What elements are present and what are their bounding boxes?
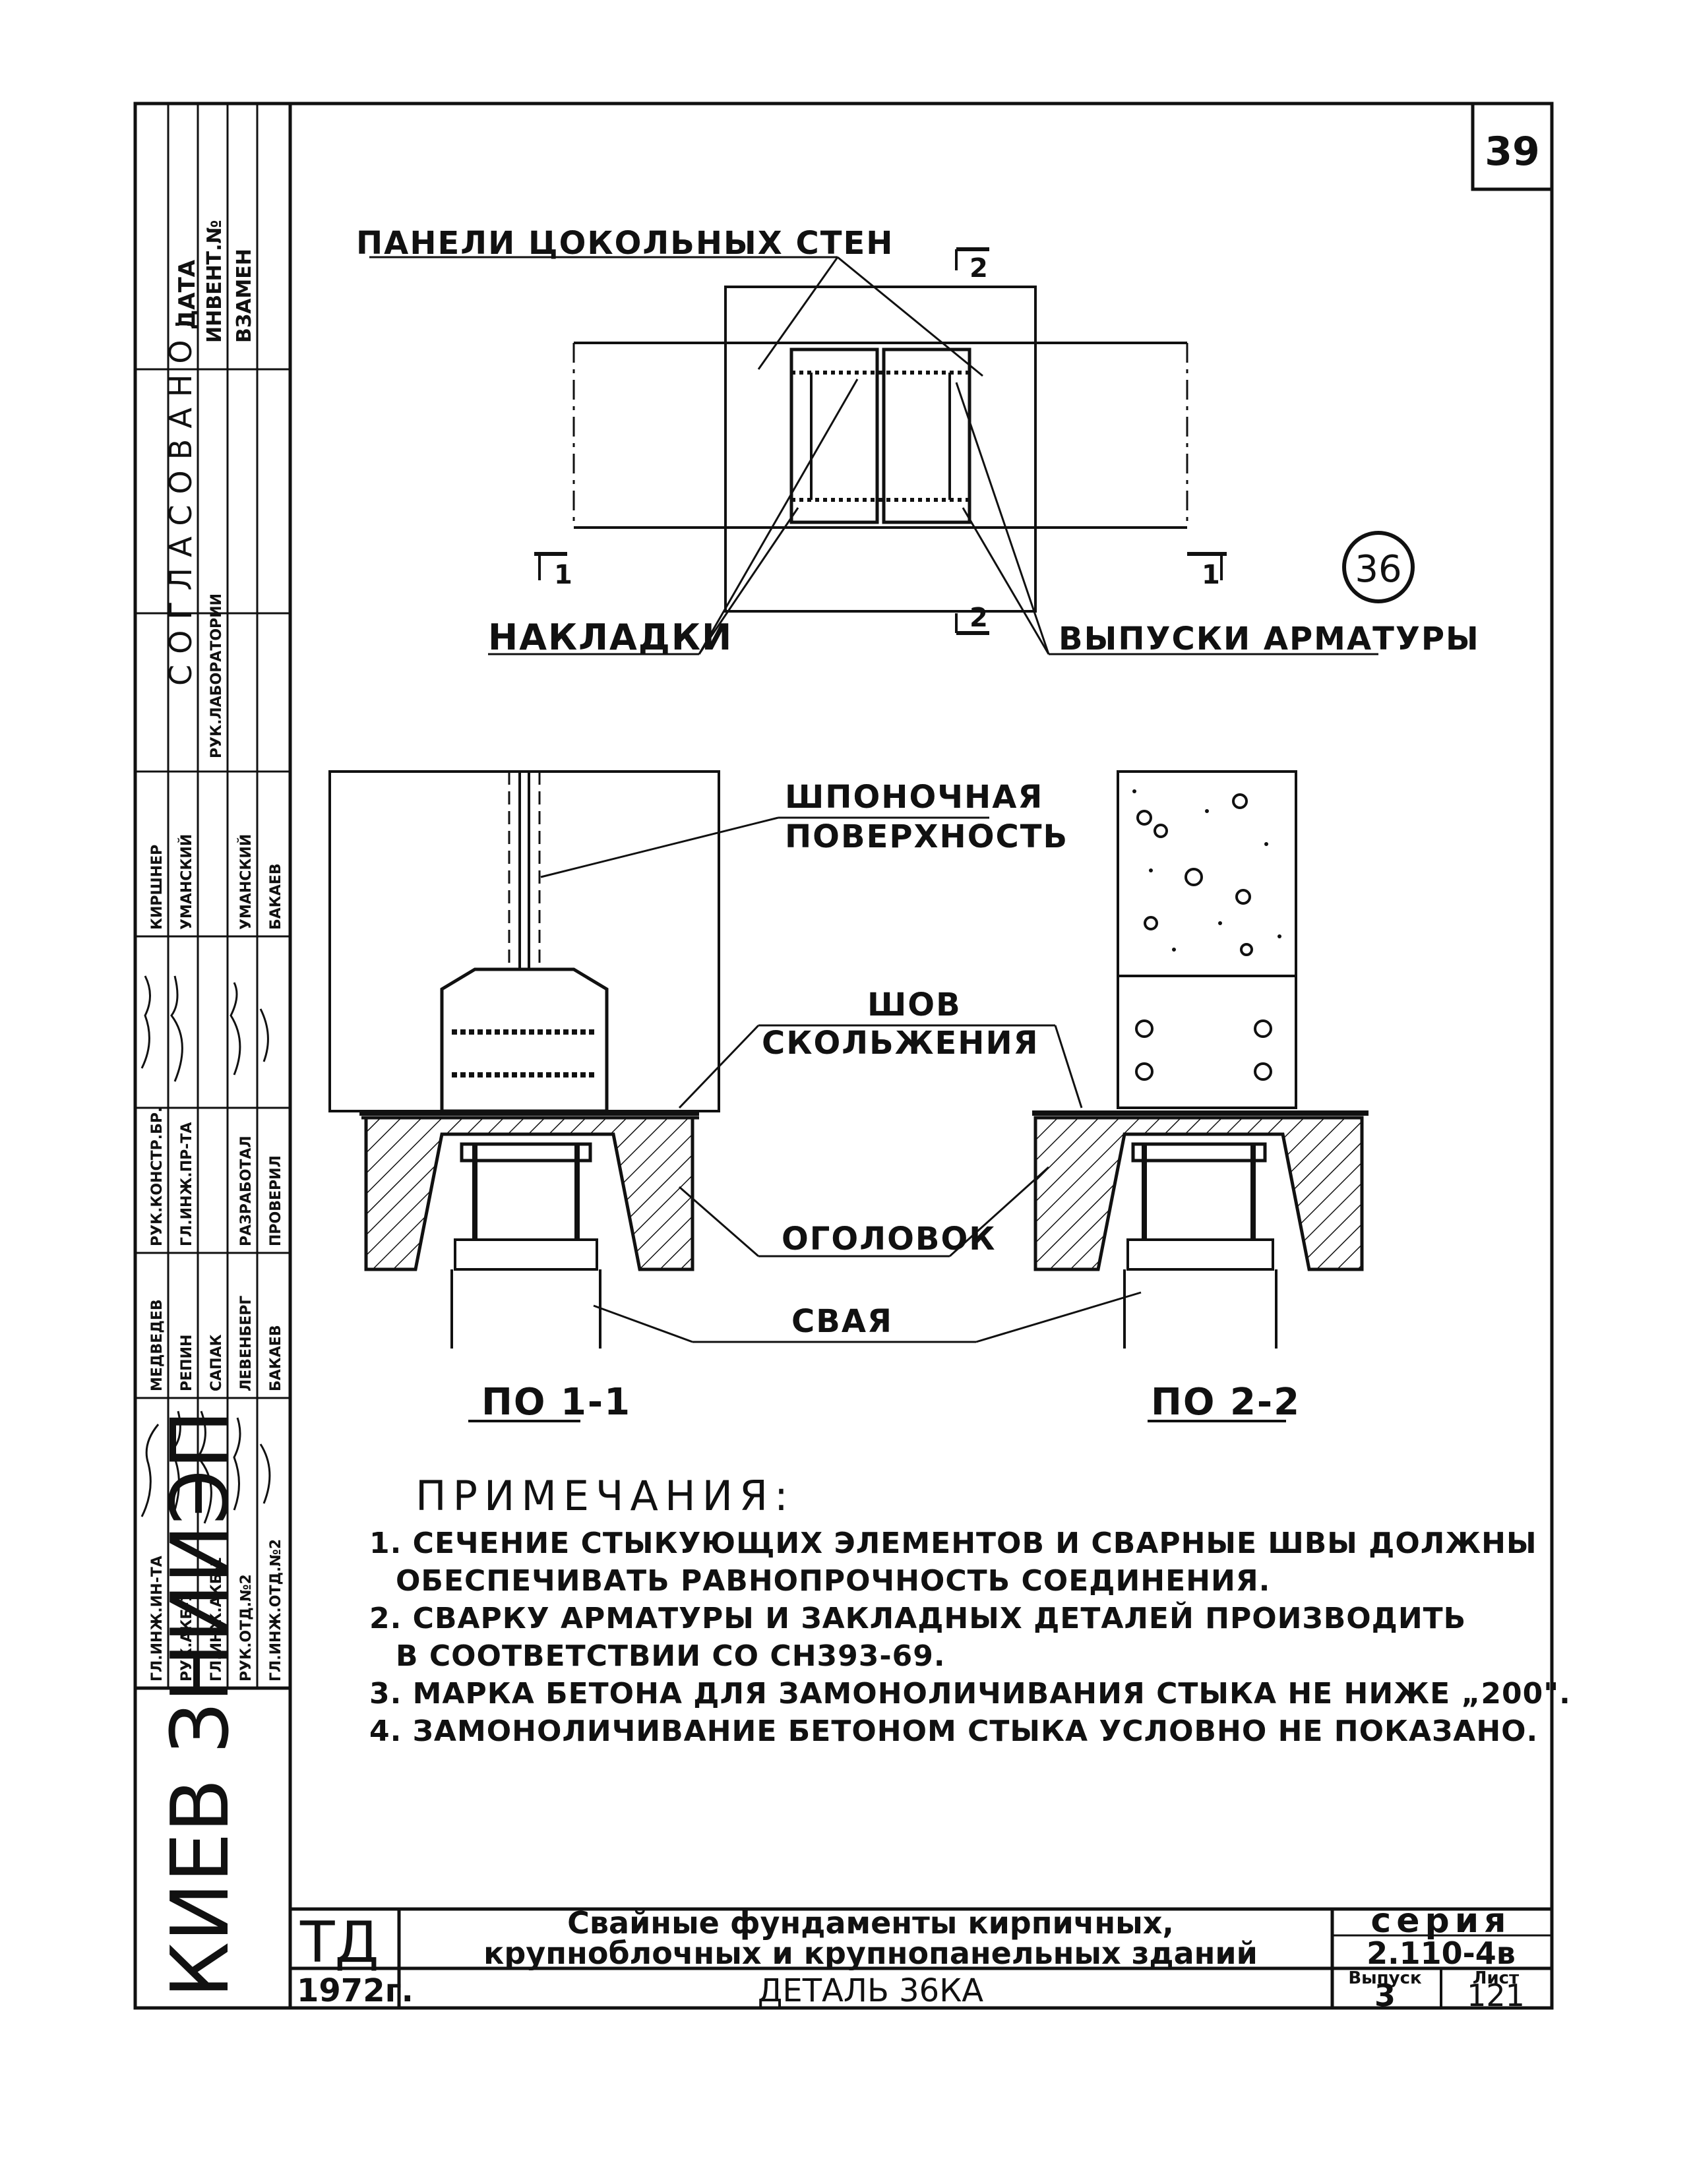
side-name2: УМАНСКИЙ	[178, 834, 195, 930]
note-line: 3. МАРКА БЕТОНА ДЛЯ ЗАМОНОЛИЧИВАНИЯ СТЫК…	[369, 1677, 1571, 1711]
plan-view: 1 1 2 2 ПАНЕЛИ ЦОКОЛЬНЫХ СТЕН НАКЛАДКИ В…	[356, 225, 1480, 658]
label-slip-joint-1: ШОВ	[867, 986, 962, 1023]
tb-series-label: серия	[1370, 1901, 1511, 1941]
note-line: В СООТВЕТСТВИИ СО СН393-69.	[396, 1639, 946, 1673]
label-pile-cap: ОГОЛОВОК	[782, 1221, 997, 1258]
cut-1-right: 1	[1202, 560, 1221, 590]
side-name: РЕПИН	[179, 1335, 195, 1391]
note-line: 2. СВАРКУ АРМАТУРЫ И ЗАКЛАДНЫХ ДЕТАЛЕЙ П…	[369, 1600, 1466, 1635]
label-pile: СВАЯ	[791, 1303, 893, 1340]
sheet-number-box: 39	[1471, 102, 1554, 191]
side-lab: РУК.ЛАБОРАТОРИИ	[208, 593, 225, 758]
side-role2: РАЗРАБОТАЛ	[238, 1136, 255, 1246]
side-date: ДАТА	[174, 259, 200, 330]
section-2-2: ПО 2-2	[1032, 770, 1369, 1424]
section-1-1: ПО 1-1	[328, 770, 720, 1424]
tb-detail: ДЕТАЛЬ 36КА	[758, 1972, 983, 2009]
note-line: 1. СЕЧЕНИЕ СТЫКУЮЩИХ ЭЛЕМЕНТОВ И СВАРНЫЕ…	[369, 1527, 1537, 1560]
side-name: БАКАЕВ	[268, 1325, 284, 1391]
side-role: ГЛ.ИНЖ.АКБ-1	[208, 1557, 225, 1682]
notes-title: ПРИМЕЧАНИЯ:	[416, 1472, 795, 1520]
cut-1-left: 1	[554, 560, 574, 590]
side-role: ГЛ.ИНЖ.ИН-ТА	[149, 1556, 166, 1682]
sheet-number: 39	[1485, 129, 1540, 175]
side-org: КИЕВ ЗНИИЭП	[155, 1410, 247, 1998]
side-role2: ПРОВЕРИЛ	[268, 1155, 284, 1246]
notes: ПРИМЕЧАНИЯ: 1. СЕЧЕНИЕ СТЫКУЮЩИХ ЭЛЕМЕНТ…	[369, 1472, 1571, 1748]
tb-year: 1972г.	[297, 1972, 414, 2009]
detail-mark-circle	[1342, 531, 1415, 603]
tb-sheet: 121	[1467, 1978, 1525, 2013]
cut-2-bottom: 2	[970, 603, 989, 633]
side-name2: КИРШНЕР	[149, 845, 166, 930]
side-name2: УМАНСКИЙ	[237, 834, 255, 930]
detail-mark: 36	[1355, 548, 1401, 591]
tb-title-2: крупноблочных и крупнопанельных зданий	[483, 1935, 1258, 1971]
side-role2: РУК.КОНСТР.БР.	[149, 1107, 166, 1246]
side-role: ГЛ.ИНЖ.ОТД.№2	[268, 1539, 284, 1682]
side-agreed: СОГЛАСОВАНО:	[163, 309, 199, 686]
label-plates: НАКЛАДКИ	[488, 617, 733, 658]
note-line: 4. ЗАМОНОЛИЧИВАНИЕ БЕТОНОМ СТЫКА УСЛОВНО…	[369, 1714, 1538, 1748]
tb-issue-label: Выпуск	[1348, 1968, 1422, 1988]
side-instead: ВЗАМЕН	[233, 249, 256, 343]
caption-2-2: ПО 2-2	[1151, 1381, 1301, 1424]
side-name2: БАКАЕВ	[268, 863, 284, 930]
side-block: КИЕВ ЗНИИЭП СОГЛАСОВАНО: ДАТА ИНВЕНТ.№ В…	[135, 104, 290, 1998]
caption-1-1: ПО 1-1	[481, 1381, 631, 1424]
label-panels: ПАНЕЛИ ЦОКОЛЬНЫХ СТЕН	[356, 225, 894, 262]
side-inv: ИНВЕНТ.№	[203, 220, 226, 343]
side-name: МЕДВЕДЕВ	[149, 1299, 166, 1391]
label-key-surface-2: ПОВЕРХНОСТЬ	[785, 818, 1068, 855]
label-key-surface-1: ШПОНОЧНАЯ	[785, 779, 1043, 816]
tb-sheet-label: Лист	[1473, 1968, 1519, 1988]
tb-code: ТД	[299, 1910, 379, 1976]
tb-title-1: Свайные фундаменты кирпичных,	[567, 1905, 1174, 1941]
side-role: РУК.ОТД.№2	[238, 1574, 255, 1682]
cut-2-top: 2	[970, 253, 989, 284]
signatures	[140, 975, 271, 1524]
side-role: РУК.АКБ-1	[179, 1592, 195, 1682]
side-name: ЛЕВЕНБЕРГ	[238, 1296, 255, 1391]
label-slip-joint-2: СКОЛЬЖЕНИЯ	[762, 1025, 1039, 1062]
tb-issue: 3	[1374, 1978, 1396, 2013]
note-line: ОБЕСПЕЧИВАТЬ РАВНОПРОЧНОСТЬ СОЕДИНЕНИЯ.	[396, 1564, 1270, 1598]
title-block: ТД 1972г. Свайные фундаменты кирпичных, …	[290, 1901, 1552, 2013]
side-role2: ГЛ.ИНЖ.ПР-ТА	[179, 1122, 195, 1246]
tb-series: 2.110-4в	[1367, 1935, 1516, 1971]
sheet-frame	[133, 102, 1554, 2010]
side-name: САПАК	[208, 1334, 225, 1391]
section-labels: ШПОНОЧНАЯ ПОВЕРХНОСТЬ ШОВ СКОЛЬЖЕНИЯ ОГО…	[540, 779, 1142, 1343]
label-rebar: ВЫПУСКИ АРМАТУРЫ	[1059, 621, 1480, 657]
